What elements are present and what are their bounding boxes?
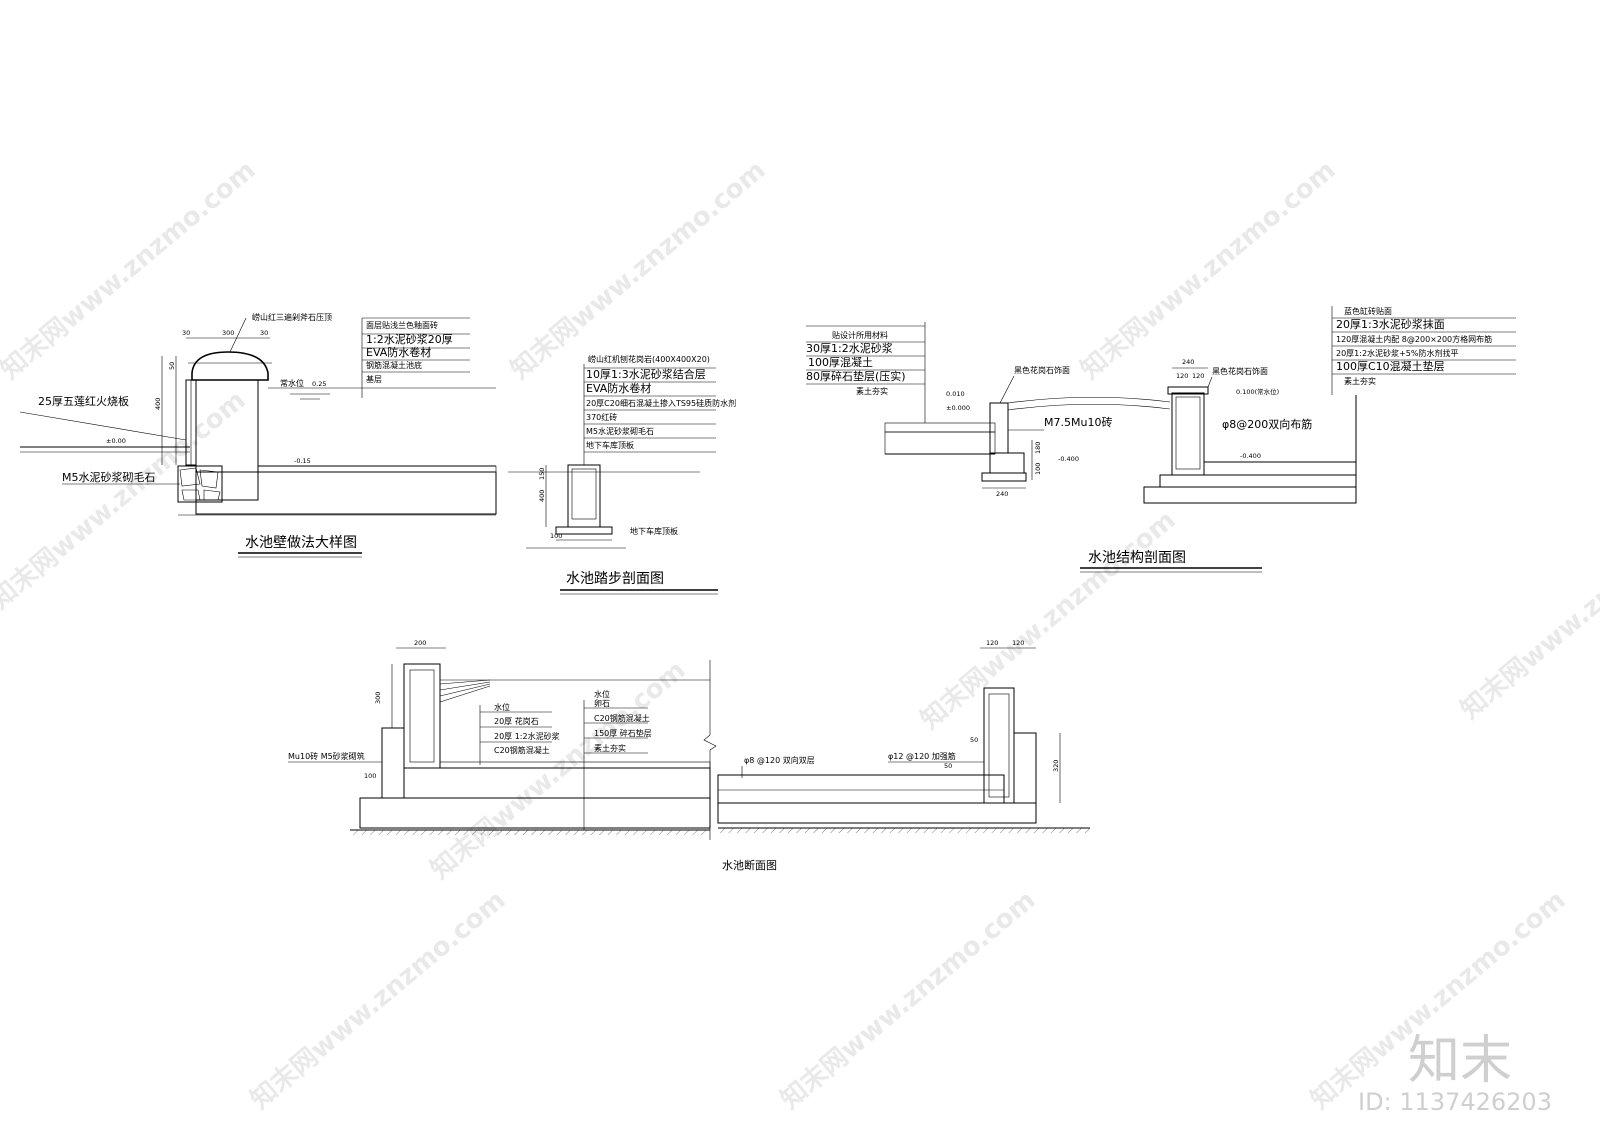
dim-label: 300 <box>222 329 234 337</box>
layer-label: 卵石 <box>594 698 610 708</box>
layer-label: 地下车库顶板 <box>586 440 634 450</box>
board-label: 25厚五莲红火烧板 <box>38 394 129 408</box>
layer-label: 崂山红机刨花岗岩(400X400X20) <box>588 354 710 364</box>
layer-label: 20厚 花岗石 <box>494 716 539 726</box>
elevation-label: 0.100(常水位) <box>1236 387 1279 396</box>
dim-label: 320 <box>1052 760 1060 772</box>
watermark-text: 知末网www.znzmo.com <box>505 155 771 385</box>
dim-label: 100 <box>550 532 562 540</box>
watermark-text: 知末网www.znzmo.com <box>775 885 1041 1115</box>
elevation-label: -0.400 <box>1240 452 1261 460</box>
layer-label: 面层贴浅兰色釉面砖 <box>366 320 438 330</box>
elevation-label: -0.15 <box>294 457 311 465</box>
rebar-label: φ8 @120 双向双层 <box>744 755 815 765</box>
dim-label: 120 <box>1176 372 1188 380</box>
coping-label: 崂山红三遍剁斧石压顶 <box>252 312 332 322</box>
dim-label: 240 <box>996 490 1008 498</box>
dim-label: 120 <box>1192 372 1204 380</box>
layer-label: 20厚1:3水泥砂浆抹面 <box>1336 317 1445 331</box>
dim-label: 120 <box>986 639 998 647</box>
drawing-title: 水池踏步剖面图 <box>566 571 664 587</box>
dim-label: 400 <box>538 490 546 502</box>
watermark-layer: 知末网www.znzmo.com 知末网www.znzmo.com 知末网www… <box>0 155 1600 1115</box>
layer-label: 20厚C20细石混凝土掺入TS95硅质防水剂 <box>586 398 736 408</box>
drawing-title: 水池断面图 <box>722 858 777 872</box>
base-label: 地下车库顶板 <box>630 526 678 536</box>
dim-label: 50 <box>970 736 978 744</box>
layer-label: 水位 <box>594 689 610 699</box>
layer-label: 120厚混凝土内配 8@200×200方格网布筋 <box>1336 334 1492 344</box>
layer-label: 20厚 1:2水泥砂浆 <box>494 731 560 741</box>
elevation-label: -0.400 <box>1058 455 1079 463</box>
dim-label: 50 <box>944 762 952 770</box>
granite-label: 黑色花岗石饰面 <box>1212 366 1268 376</box>
water-level-label: 常水位 <box>280 378 304 388</box>
brick-label: Mu10砖 M5砂浆砌筑 <box>288 751 365 761</box>
layer-label: 150厚 碎石垫层 <box>594 728 652 738</box>
layer-label: 30厚1:2水泥砂浆 <box>806 341 893 355</box>
layer-label: EVA防水卷材 <box>586 381 651 395</box>
dim-label: 300 <box>374 692 382 704</box>
dim-label: 50 <box>168 362 176 370</box>
dim-label: 400 <box>154 398 162 410</box>
wall-detail-drawing: 30 300 30 400 50 崂山红三遍剁斧石压顶 面层贴浅兰色釉面砖 1:… <box>19 312 497 558</box>
rubble-label: M5水泥砂浆砌毛石 <box>62 470 156 484</box>
layer-label: 1:2水泥砂浆20厚 <box>366 332 453 346</box>
brick-label: M7.5Mu10砖 <box>1044 415 1112 429</box>
layer-label: 10厚1:3水泥砂浆结合层 <box>586 367 706 381</box>
layer-label: 100厚C10混凝土垫层 <box>1336 359 1445 373</box>
brand-logo: 知末 <box>1408 1031 1512 1091</box>
dim-label: 30 <box>260 329 268 337</box>
layer-label: 100厚混凝土 <box>808 355 873 369</box>
dim-label: 240 <box>1182 358 1194 366</box>
brand-block: 知末 ID: 1137426203 <box>1358 1031 1552 1116</box>
elevation-label: ±0.00 <box>106 437 126 445</box>
rebar-label: φ8@200双向布筋 <box>1222 417 1312 431</box>
layer-label: 蓝色缸砖贴面 <box>1344 306 1392 316</box>
drawing-title: 水池结构剖面图 <box>1088 550 1186 566</box>
layer-label: EVA防水卷材 <box>366 345 431 359</box>
layer-label: 80厚碎石垫层(压实) <box>806 369 906 383</box>
layer-label: C20钢筋混凝土 <box>494 745 550 755</box>
watermark-text: 知末网www.znzmo.com <box>1455 495 1600 725</box>
pool-section-drawing: 200 300 100 120 120 320 50 50 水位 20厚 花岗石… <box>288 639 1090 872</box>
dim-label: 120 <box>1012 639 1024 647</box>
dim-label: 30 <box>182 329 190 337</box>
watermark-text: 知末网www.znzmo.com <box>1075 155 1341 385</box>
dim-label: 180 <box>1034 442 1042 454</box>
layer-label: 370红砖 <box>586 412 617 422</box>
dim-label: 200 <box>414 639 426 647</box>
elevation-label: 0.010 <box>946 390 965 398</box>
dim-label: 100 <box>1034 463 1042 475</box>
watermark-text: 知末网www.znzmo.com <box>245 885 511 1115</box>
watermark-text: 知末网www.znzmo.com <box>0 155 261 385</box>
layer-label: 素土夯实 <box>856 386 888 396</box>
layer-label: 基层 <box>366 374 382 384</box>
layer-label: 水位 <box>494 702 510 712</box>
layer-label: 贴设计所用材料 <box>832 330 888 340</box>
drawing-title: 水池壁做法大样图 <box>245 535 357 551</box>
elevation-label: ±0.000 <box>946 404 970 412</box>
watermark-text: 知末网www.znzmo.com <box>915 505 1181 735</box>
water-level-value: 0.25 <box>312 380 326 388</box>
brand-id: ID: 1137426203 <box>1358 1088 1552 1116</box>
dim-label: 100 <box>364 772 376 780</box>
layer-label: C20钢筋混凝土 <box>594 713 650 723</box>
rebar-label: φ12 @120 加强筋 <box>888 751 956 761</box>
granite-label: 黑色花岗石饰面 <box>1014 365 1070 375</box>
layer-label: 素土夯实 <box>1344 376 1376 386</box>
layer-label: 钢筋混凝土池底 <box>366 360 422 370</box>
layer-label: 素土夯实 <box>594 743 626 753</box>
layer-label: 20厚1:2水泥砂浆+5%防水剂找平 <box>1336 348 1458 358</box>
dim-label: 150 <box>538 468 546 480</box>
step-section-drawing: 150 400 100 地下车库顶板 崂山红机刨花岗岩(400X400X20) … <box>508 354 736 595</box>
layer-label: M5水泥砂浆砌毛石 <box>586 426 654 436</box>
structure-section-drawing: 240 120 120 240 180 100 0.010 ±0.000 -0.… <box>806 306 1516 573</box>
